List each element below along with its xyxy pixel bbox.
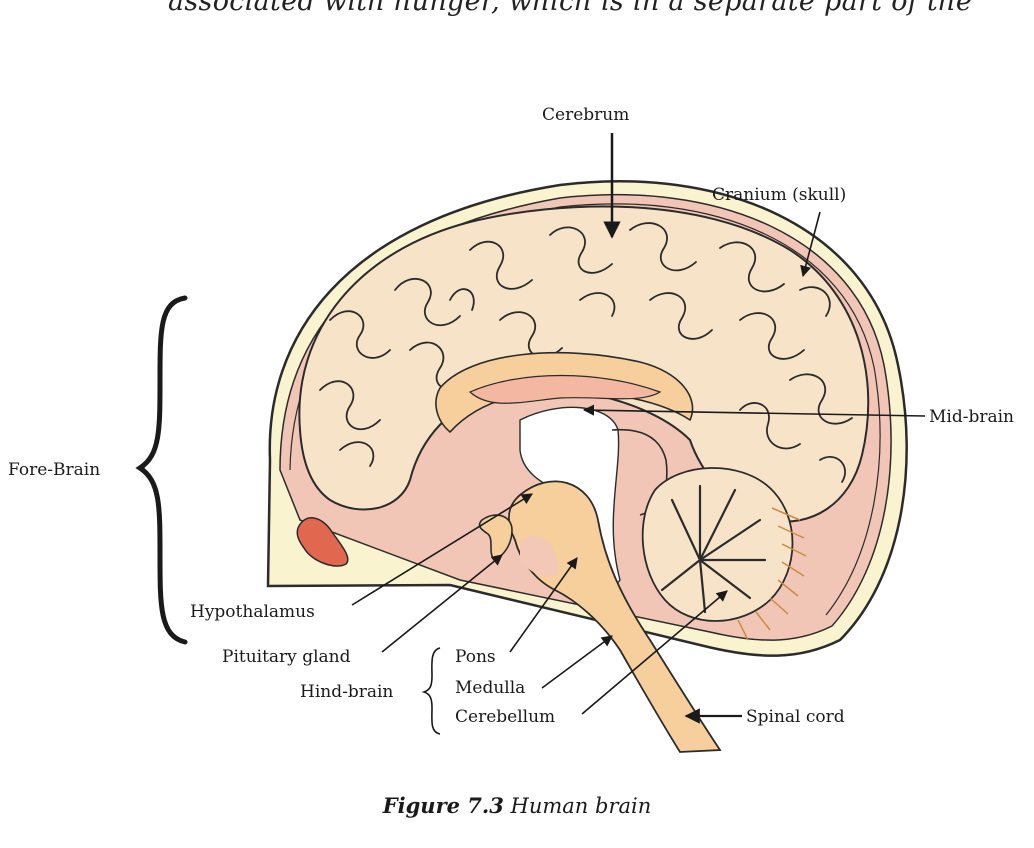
label-hind-brain: Hind-brain — [300, 682, 393, 702]
label-hypothalamus: Hypothalamus — [190, 602, 315, 622]
label-cranium: Cranium (skull) — [712, 185, 846, 205]
fore-brain-brace — [140, 298, 185, 642]
medulla-line — [542, 636, 612, 688]
label-medulla: Medulla — [455, 678, 525, 698]
hind-brain-brace — [424, 648, 440, 734]
figure-number: Figure 7.3 — [383, 793, 504, 818]
figure-caption: Figure 7.3 Human brain — [0, 793, 1034, 818]
label-pons: Pons — [455, 647, 496, 667]
label-fore-brain: Fore-Brain — [8, 460, 100, 480]
label-pituitary: Pituitary gland — [222, 647, 351, 667]
label-cerebrum: Cerebrum — [542, 105, 629, 125]
label-spinal-cord: Spinal cord — [746, 707, 845, 727]
label-cerebellum: Cerebellum — [455, 707, 555, 727]
label-mid-brain: Mid-brain — [929, 407, 1014, 427]
figure-title: Human brain — [511, 794, 652, 818]
